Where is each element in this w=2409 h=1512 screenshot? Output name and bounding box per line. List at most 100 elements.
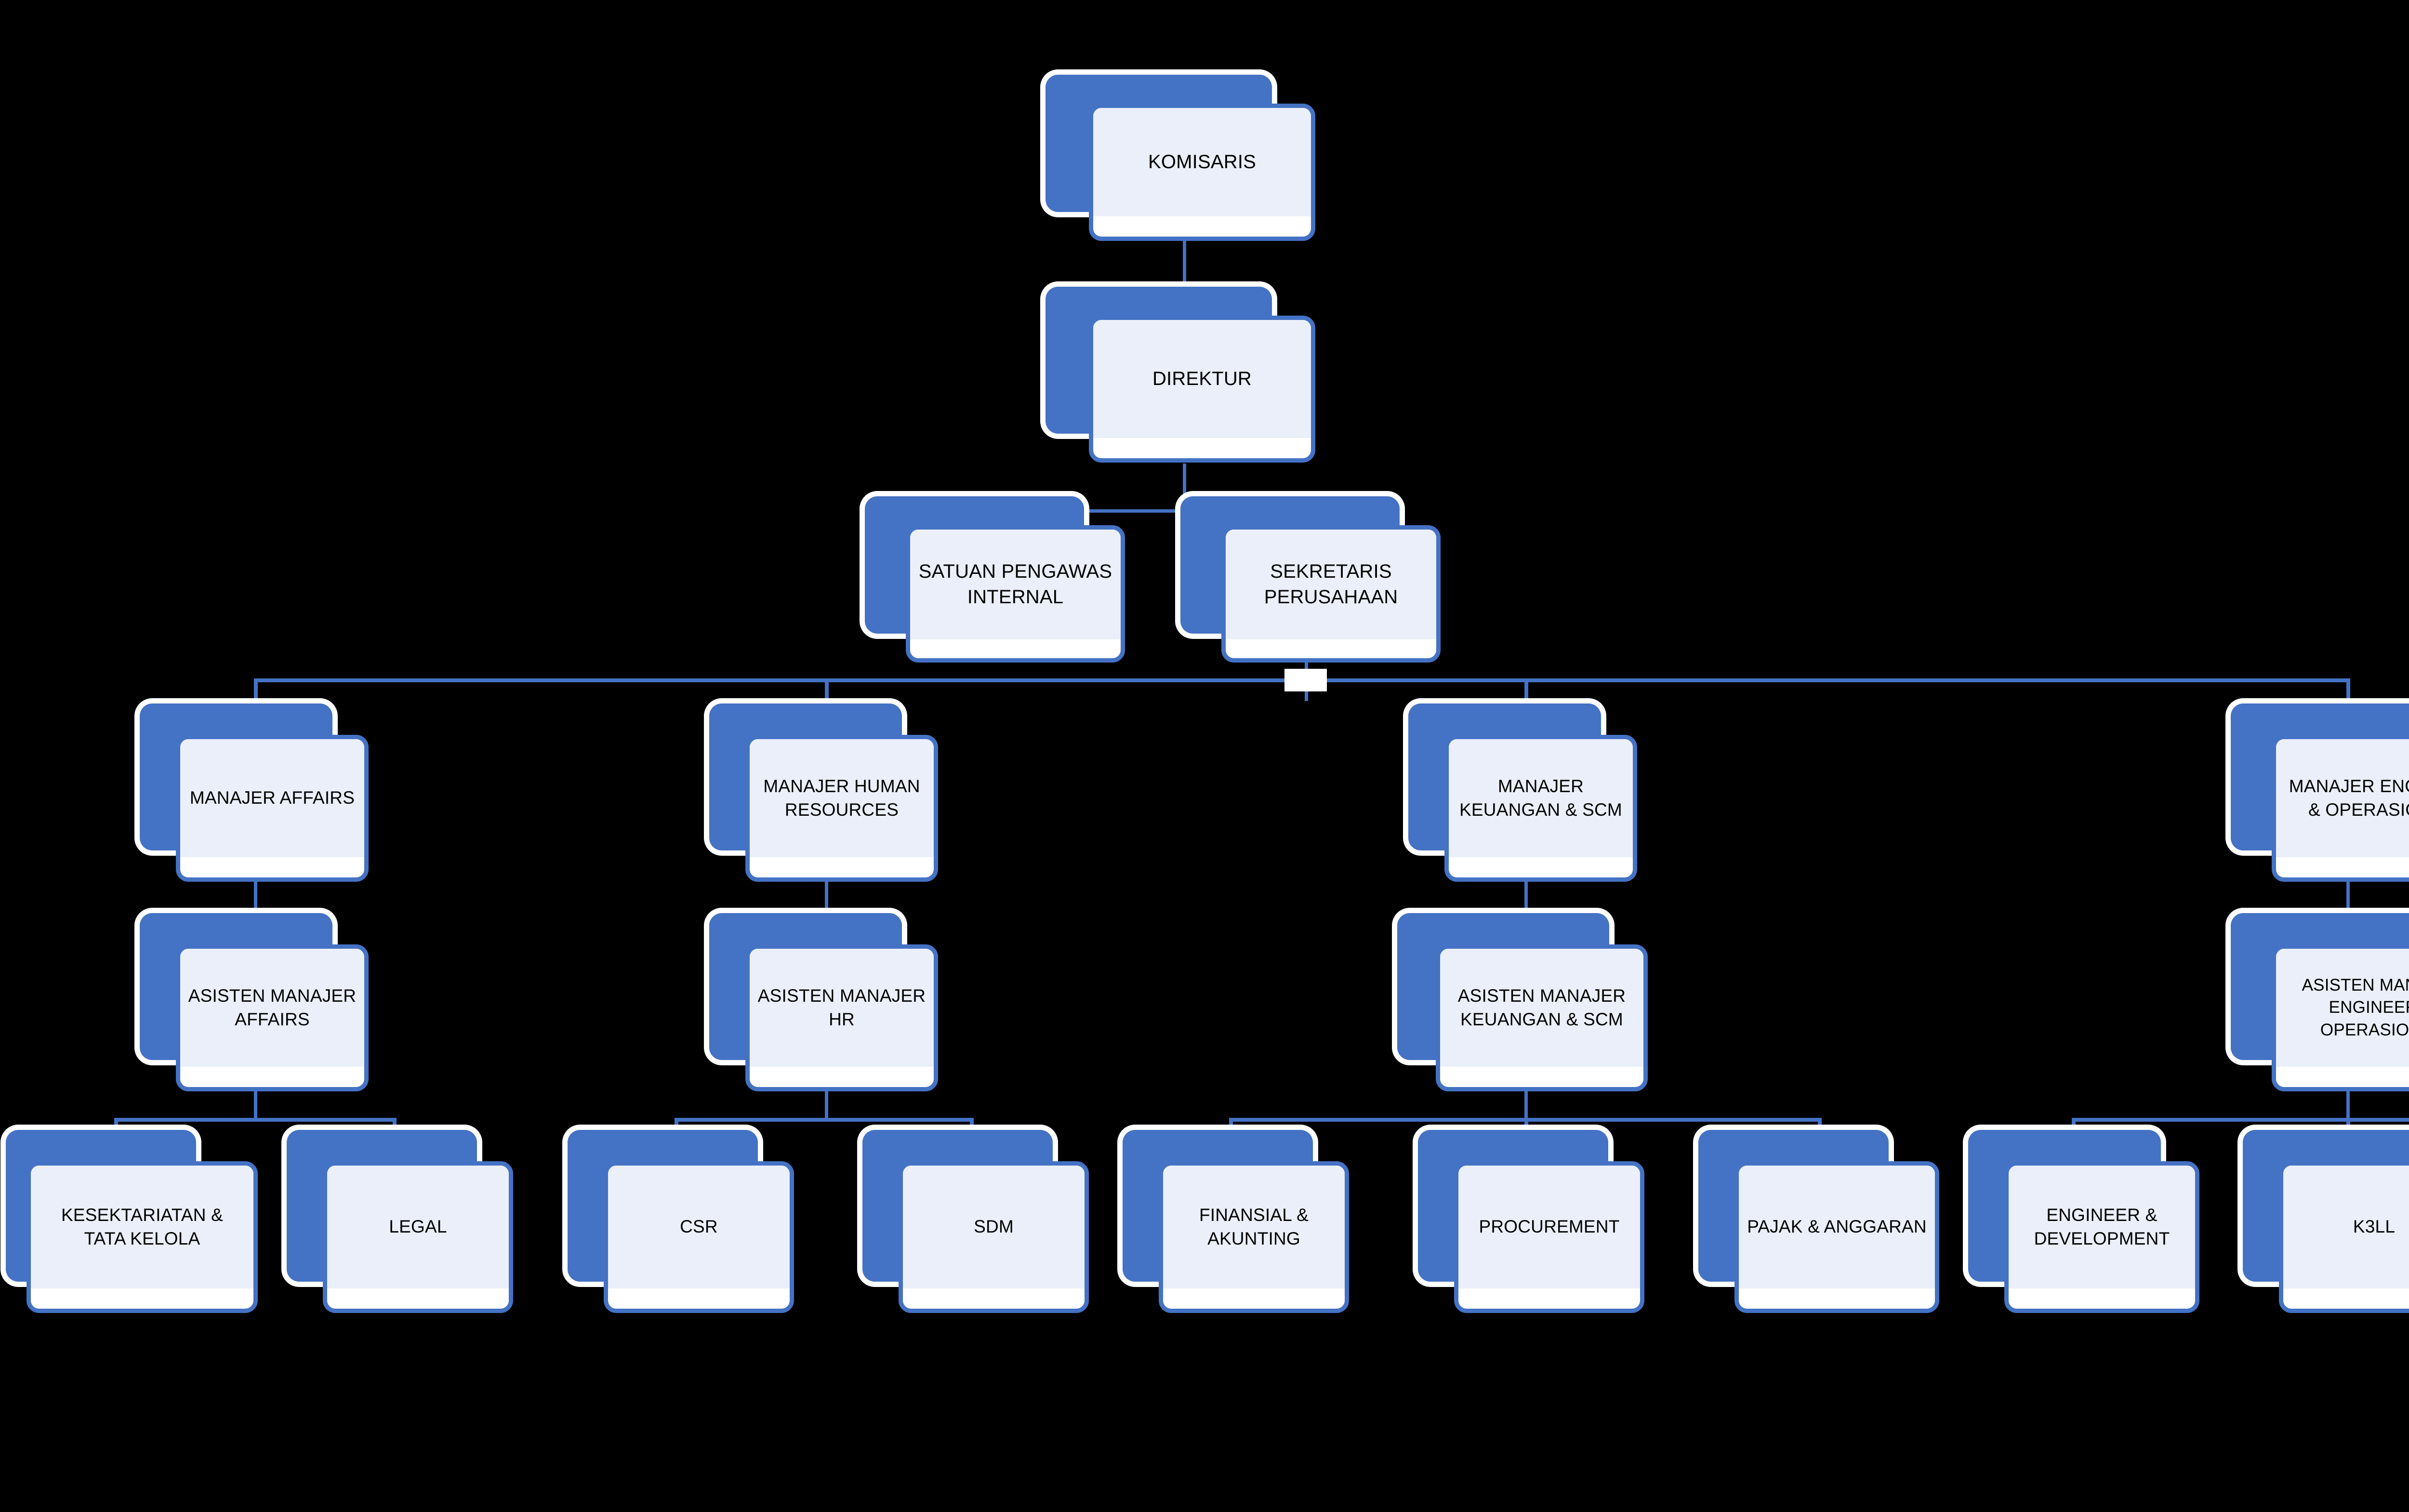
node-panel: KESEKTARIATAN & TATA KELOLA	[31, 1166, 253, 1288]
node-label: SDM	[974, 1217, 1014, 1237]
node-label: MANAJER AFFAIRS	[189, 788, 355, 808]
node-asisten-manajer-affairs[interactable]: ASISTEN MANAJER AFFAIRS	[140, 913, 369, 1091]
node-satuan-pengawas-internal[interactable]: SATUAN PENGAWAS INTERNAL	[865, 496, 1125, 663]
node-kesektariatan-tata-kelola[interactable]: KESEKTARIATAN & TATA KELOLA	[0, 1130, 258, 1313]
node-panel: MANAJER HUMAN RESOURCES	[750, 739, 934, 857]
node-pajak-anggaran[interactable]: PAJAK & ANGGARAN	[1698, 1130, 1939, 1313]
connector-asm-keuangan-stem	[1524, 1087, 1528, 1121]
node-card: MANAJER HUMAN RESOURCES	[745, 735, 938, 882]
node-asisten-manajer-engineer-operasional[interactable]: ASISTEN MANAJER ENGINEER & OPERASIONAL	[2231, 913, 2409, 1091]
node-label: ENGINEER & DEVELOPMENT	[2034, 1205, 2170, 1248]
node-label: LEGAL	[389, 1217, 447, 1237]
node-panel: ENGINEER & DEVELOPMENT	[2009, 1166, 2195, 1288]
node-panel: SDM	[903, 1166, 1085, 1288]
connector-mgr-keuangan-asm	[1524, 879, 1528, 932]
node-panel: PROCUREMENT	[1458, 1166, 1640, 1288]
node-label: DIREKTUR	[1152, 368, 1252, 390]
node-panel: MANAJER ENGINEER & OPERASIONAL	[2276, 739, 2409, 857]
node-card: DIREKTUR	[1089, 316, 1315, 463]
node-label: KESEKTARIATAN & TATA KELOLA	[61, 1205, 224, 1248]
connector-mgr-engineer-asm	[2346, 879, 2350, 932]
node-finansial-akunting[interactable]: FINANSIAL & AKUNTING	[1123, 1130, 1349, 1313]
node-panel: MANAJER AFFAIRS	[180, 739, 364, 857]
node-asisten-manajer-keuangan-scm[interactable]: ASISTEN MANAJER KEUANGAN & SCM	[1397, 913, 1648, 1091]
node-card: ASISTEN MANAJER ENGINEER & OPERASIONAL	[2272, 944, 2409, 1091]
node-panel: SEKRETARIS PERUSAHAAN	[1226, 530, 1436, 639]
node-card: LEGAL	[323, 1161, 513, 1313]
node-card: KOMISARIS	[1089, 104, 1315, 241]
connector-asm-affairs-bus	[114, 1118, 396, 1122]
node-card: ASISTEN MANAJER KEUANGAN & SCM	[1436, 944, 1648, 1091]
node-card: PROCUREMENT	[1454, 1161, 1644, 1313]
node-engineer-development[interactable]: ENGINEER & DEVELOPMENT	[1968, 1130, 2199, 1313]
connector-asm-engineer-stem	[2346, 1087, 2350, 1121]
node-label: K3LL	[2353, 1217, 2396, 1237]
connector-mgr-hr-asm	[825, 879, 828, 932]
node-label: PAJAK & ANGGARAN	[1747, 1217, 1927, 1237]
connector-mgr-affairs-asm	[254, 879, 257, 932]
node-panel: MANAJER KEUANGAN & SCM	[1449, 739, 1633, 857]
node-card: ASISTEN MANAJER AFFAIRS	[176, 944, 369, 1091]
node-label: KOMISARIS	[1148, 151, 1257, 173]
node-manajer-human-resources[interactable]: MANAJER HUMAN RESOURCES	[709, 703, 938, 882]
node-card: SEKRETARIS PERUSAHAAN	[1221, 525, 1441, 663]
node-legal[interactable]: LEGAL	[287, 1130, 513, 1313]
node-card: MANAJER KEUANGAN & SCM	[1444, 735, 1637, 882]
node-card: SDM	[899, 1161, 1089, 1313]
node-card: PAJAK & ANGGARAN	[1734, 1161, 1939, 1313]
node-label: SATUAN PENGAWAS INTERNAL	[918, 561, 1112, 608]
connector-komisaris-direktur	[1183, 231, 1186, 284]
connector-asm-hr-bus	[675, 1118, 973, 1122]
node-panel: KOMISARIS	[1093, 108, 1311, 216]
node-card: ENGINEER & DEVELOPMENT	[2004, 1161, 2199, 1313]
node-panel: CSR	[608, 1166, 790, 1288]
node-card: SATUAN PENGAWAS INTERNAL	[906, 525, 1125, 663]
node-label: MANAJER KEUANGAN & SCM	[1459, 776, 1622, 820]
node-label: ASISTEN MANAJER AFFAIRS	[188, 985, 357, 1029]
connector-asm-engineer-bus	[2072, 1118, 2409, 1122]
node-asisten-manajer-hr[interactable]: ASISTEN MANAJER HR	[709, 913, 938, 1091]
node-csr[interactable]: CSR	[568, 1130, 794, 1313]
node-panel: ASISTEN MANAJER KEUANGAN & SCM	[1440, 949, 1643, 1067]
node-card: FINANSIAL & AKUNTING	[1159, 1161, 1349, 1313]
node-manajer-keuangan-scm[interactable]: MANAJER KEUANGAN & SCM	[1408, 703, 1637, 882]
node-label: ASISTEN MANAJER KEUANGAN & SCM	[1457, 985, 1626, 1029]
node-label: SEKRETARIS PERUSAHAAN	[1264, 561, 1398, 608]
node-label: FINANSIAL & AKUNTING	[1199, 1205, 1309, 1248]
node-card: MANAJER AFFAIRS	[176, 735, 369, 882]
connector-direktur-bus	[990, 509, 1308, 513]
node-panel: ASISTEN MANAJER HR	[750, 949, 934, 1067]
node-panel: DIREKTUR	[1093, 320, 1311, 438]
connector-drop-mgr-affairs	[254, 678, 258, 715]
node-panel: SATUAN PENGAWAS INTERNAL	[910, 530, 1121, 639]
node-panel: PAJAK & ANGGARAN	[1739, 1166, 1935, 1288]
connector-drop-mgr-keuangan	[1524, 678, 1528, 715]
node-label: MANAJER ENGINEER & OPERASIONAL	[2289, 776, 2409, 820]
connector-asm-hr-stem	[825, 1087, 828, 1121]
node-manajer-affairs[interactable]: MANAJER AFFAIRS	[140, 703, 369, 882]
node-card: CSR	[604, 1161, 794, 1313]
node-label: CSR	[680, 1217, 718, 1237]
node-panel: FINANSIAL & AKUNTING	[1163, 1166, 1345, 1288]
connector-drop-mgr-engineer	[2346, 678, 2350, 715]
connector-bus-gap	[1284, 669, 1327, 691]
node-label: ASISTEN MANAJER HR	[757, 985, 926, 1029]
node-procurement[interactable]: PROCUREMENT	[1418, 1130, 1644, 1313]
node-panel: ASISTEN MANAJER AFFAIRS	[180, 949, 364, 1067]
node-direktur[interactable]: DIREKTUR	[1046, 287, 1315, 463]
node-label: PROCUREMENT	[1479, 1217, 1620, 1237]
node-sdm[interactable]: SDM	[862, 1130, 1089, 1313]
node-panel: ASISTEN MANAJER ENGINEER & OPERASIONAL	[2276, 949, 2409, 1067]
node-komisaris[interactable]: KOMISARIS	[1046, 75, 1315, 241]
node-label: MANAJER HUMAN RESOURCES	[763, 776, 920, 820]
node-card: MANAJER ENGINEER & OPERASIONAL	[2272, 735, 2409, 882]
node-label: ASISTEN MANAJER ENGINEER & OPERASIONAL	[2302, 976, 2409, 1039]
node-card: K3LL	[2279, 1161, 2409, 1313]
node-panel: LEGAL	[327, 1166, 509, 1288]
node-k3ll[interactable]: K3LL	[2243, 1130, 2409, 1313]
node-card: KESEKTARIATAN & TATA KELOLA	[26, 1161, 258, 1313]
node-sekretaris-perusahaan[interactable]: SEKRETARIS PERUSAHAAN	[1180, 496, 1441, 663]
node-manajer-engineer-operasional[interactable]: MANAJER ENGINEER & OPERASIONAL	[2231, 703, 2409, 882]
connector-direktur-stem	[1183, 464, 1186, 511]
